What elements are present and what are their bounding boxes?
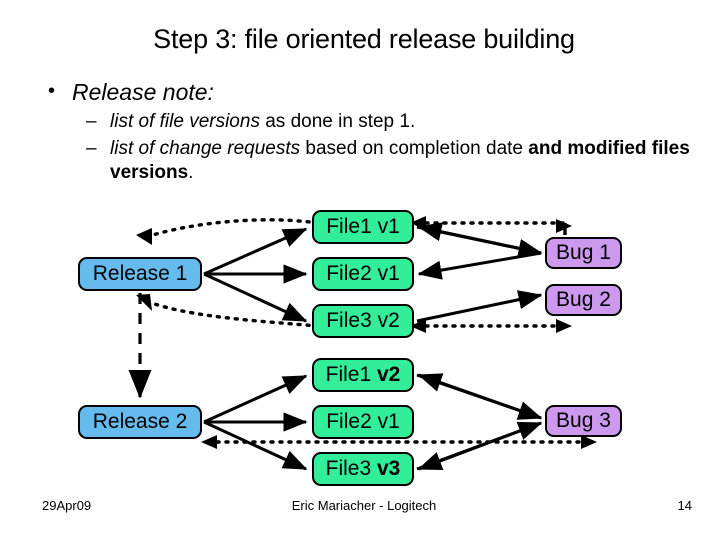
arrow-dotted-bug2-right — [556, 319, 572, 333]
node-file1-v1[interactable]: File1 v1 — [312, 210, 414, 244]
node-file2-v1-top-label: File2 v1 — [326, 262, 400, 285]
node-bug-2-label: Bug 2 — [556, 288, 611, 311]
node-bug-1[interactable]: Bug 1 — [545, 237, 622, 269]
edge-dotted-file1-release1 — [144, 218, 320, 239]
sub1-italic-text: list of file versions — [110, 110, 260, 132]
edge-dotted-file3-release1 — [144, 299, 320, 328]
edge-release1-file3 — [203, 272, 308, 323]
edge-release2-file1v2 — [203, 374, 308, 424]
footer-page-number: 14 — [677, 498, 692, 513]
node-file1-v1-label: File1 v1 — [326, 215, 400, 238]
node-release-1[interactable]: Release 1 — [78, 257, 202, 291]
bullet-dot-icon: • — [48, 80, 56, 102]
bullet-level2-first: –list of file versions as done in step 1… — [30, 110, 710, 134]
release-building-diagram: Release 1 File1 v1 File2 v1 File3 v2 Bug… — [0, 195, 728, 500]
bullet-level1-text: Release note: — [72, 79, 214, 105]
node-release-1-label: Release 1 — [92, 262, 188, 285]
arrow-dotted-bug3-right — [581, 435, 597, 449]
edge-bug3-file3v3 — [417, 421, 542, 471]
footer-date: 29Apr09 — [42, 498, 92, 513]
bullet-list: • Release note: –list of file versions as… — [30, 78, 710, 186]
node-bug-1-label: Bug 1 — [556, 241, 611, 264]
node-bug-2[interactable]: Bug 2 — [545, 284, 622, 316]
edge-file3-bug2 — [416, 290, 543, 323]
edge-bug1-file1 — [417, 222, 542, 255]
sub2-end-text: . — [188, 162, 194, 184]
node-file3-v3-label-bold: v3 — [377, 457, 401, 480]
node-file3-v3[interactable]: File3 v3 — [312, 452, 414, 486]
node-file3-v3-label-plain: File3 — [325, 457, 377, 480]
node-file3-v2[interactable]: File3 v2 — [312, 304, 414, 338]
arrow-dotted-bug1-right — [556, 219, 572, 233]
node-release-2-label: Release 2 — [92, 410, 188, 433]
bullet-level2-second: –list of change requests based on comple… — [30, 137, 710, 186]
edge-bug1-file2 — [417, 251, 542, 280]
edge-release1-file1 — [203, 227, 308, 276]
node-bug-3[interactable]: Bug 3 — [545, 405, 622, 437]
edge-bug3-file1v2 — [417, 373, 542, 420]
node-file1-v2-label-bold: v2 — [377, 363, 401, 386]
footer-author: Eric Mariacher - Logitech — [291, 498, 437, 513]
sub2-italic-text: list of change requests — [110, 138, 301, 160]
node-file1-v2[interactable]: File1 v2 — [312, 358, 414, 392]
dash-icon-2: – — [86, 138, 97, 160]
arrow-dotted-bug1-file1 — [410, 216, 426, 230]
node-file3-v2-label: File3 v2 — [326, 309, 400, 332]
node-file2-v1-bottom[interactable]: File2 v1 — [312, 405, 414, 439]
node-file2-v1-bottom-label: File2 v1 — [326, 410, 400, 433]
node-file1-v2-label-plain: File1 — [325, 363, 377, 386]
arrow-dotted-file1-release1 — [136, 228, 152, 245]
dash-icon-1: – — [86, 110, 97, 132]
node-release-2[interactable]: Release 2 — [78, 405, 202, 439]
arrow-dotted-bug3-release2 — [201, 435, 217, 449]
edge-release2-file3v3 — [203, 420, 308, 471]
page-title: Step 3: file oriented release building — [153, 24, 575, 54]
arrow-dotted-bug2-file3 — [410, 319, 426, 333]
slide-footer: 29Apr09 Eric Mariacher - Logitech 14 — [0, 498, 728, 528]
sub2-bold-text: and modified files versions — [110, 138, 690, 184]
sub2-rest-text: based on completion date — [300, 138, 529, 160]
node-bug-3-label: Bug 3 — [556, 409, 611, 432]
sub1-rest-text: as done in step 1. — [259, 110, 416, 132]
diagram-edges — [128, 216, 597, 471]
bullet-level1: • Release note: — [30, 78, 710, 107]
node-file2-v1-top[interactable]: File2 v1 — [312, 257, 414, 291]
